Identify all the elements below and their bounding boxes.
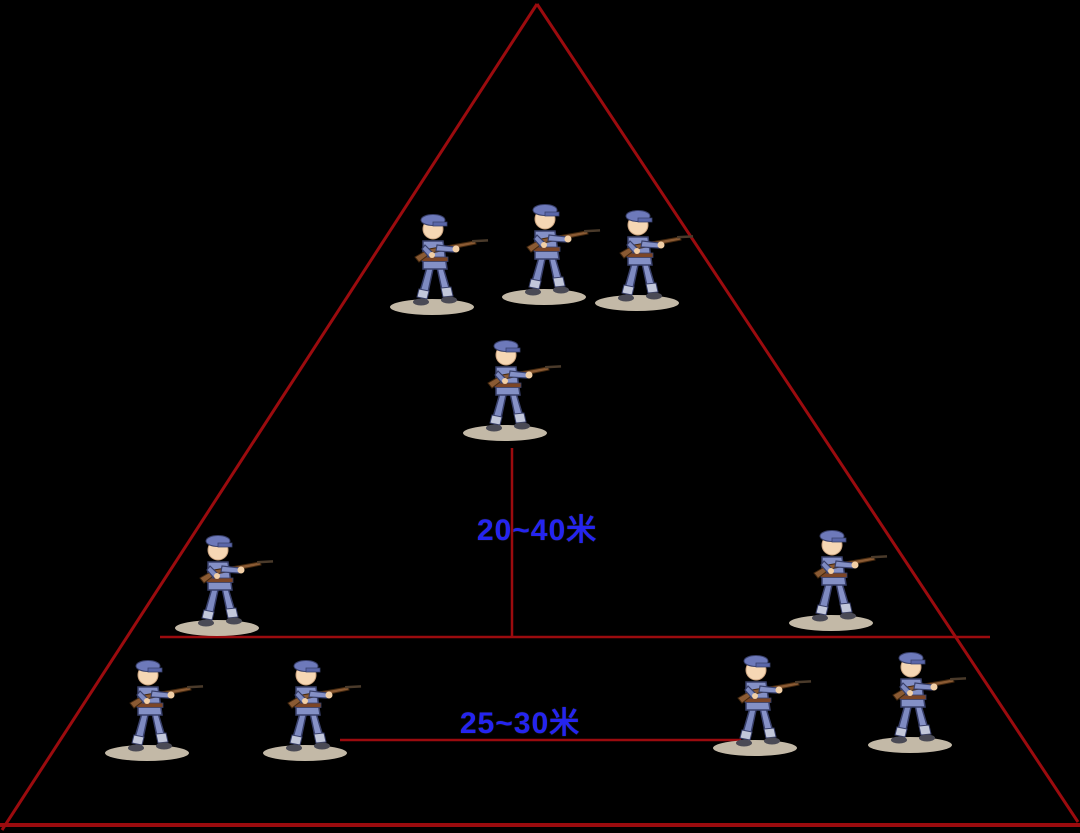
soldier-with-rifle-icon <box>776 523 896 633</box>
soldier-with-rifle-icon <box>250 653 370 763</box>
vertical-distance-label: 20~40米 <box>476 514 598 547</box>
triangle-right-side <box>535 3 1080 823</box>
soldier-with-rifle-icon <box>700 648 820 758</box>
triangle-left-side <box>0 3 539 831</box>
soldier-with-rifle-icon <box>582 203 702 313</box>
soldier-with-rifle-icon <box>855 645 975 755</box>
horizontal-distance-label: 25~30米 <box>459 707 581 740</box>
soldier-with-rifle-icon <box>162 528 282 638</box>
soldier-with-rifle-icon <box>92 653 212 763</box>
soldier-with-rifle-icon <box>450 333 570 443</box>
soldier-with-rifle-icon <box>377 207 497 317</box>
